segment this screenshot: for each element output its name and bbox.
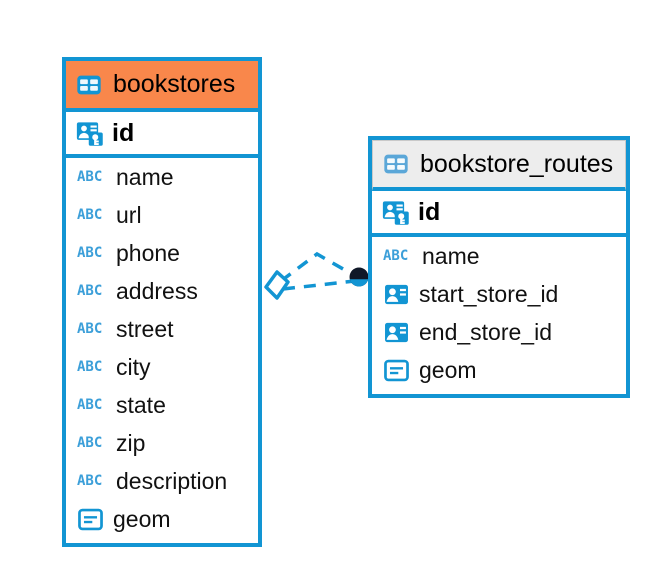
abc-text-icon: ABC [77, 359, 103, 375]
entity-header-bookstore-routes[interactable]: bookstore_routes [372, 140, 626, 191]
field-row-description[interactable]: ABC description [66, 462, 258, 500]
field-row-start-store-id[interactable]: start_store_id [372, 275, 626, 313]
entity-header-bookstores[interactable]: bookstores [66, 61, 258, 112]
field-label: end_store_id [419, 318, 552, 345]
diamond-endpoint [264, 270, 290, 300]
abc-text-icon: ABC [77, 397, 103, 413]
table-icon [75, 71, 103, 99]
foreign-key-icon [383, 319, 410, 346]
field-row-zip[interactable]: ABC zip [66, 424, 258, 462]
entity-name-label: bookstore_routes [420, 149, 614, 178]
field-row-geom[interactable]: geom [372, 351, 626, 389]
relationship-line-upper [279, 251, 358, 283]
field-label: state [116, 391, 166, 418]
geometry-icon [383, 357, 410, 384]
field-label: name [116, 163, 174, 190]
field-row-street[interactable]: ABC street [66, 310, 258, 348]
field-label: start_store_id [419, 280, 559, 307]
abc-text-icon: ABC [77, 321, 103, 337]
abc-text-icon: ABC [77, 169, 103, 185]
field-label: zip [116, 429, 146, 456]
foreign-key-icon [383, 281, 410, 308]
filled-circle-endpoint [349, 267, 369, 287]
field-label: street [116, 315, 174, 342]
abc-text-icon: ABC [77, 435, 103, 451]
field-row-geom[interactable]: geom [66, 500, 258, 538]
field-label: geom [419, 356, 477, 383]
field-row-end-store-id[interactable]: end_store_id [372, 313, 626, 351]
field-label: geom [113, 505, 171, 532]
field-row-url[interactable]: ABC url [66, 196, 258, 234]
abc-text-icon: ABC [77, 283, 103, 299]
entity-table-bookstore-routes[interactable]: bookstore_routes id ABC [368, 136, 630, 398]
abc-text-icon: ABC [77, 207, 103, 223]
primary-key-icon [75, 118, 105, 148]
entity-name-label: bookstores [113, 70, 236, 98]
field-row-name[interactable]: ABC name [372, 237, 626, 275]
primary-key-icon [381, 197, 411, 227]
field-row-address[interactable]: ABC address [66, 272, 258, 310]
primary-key-label: id [112, 118, 135, 147]
relationship-line-lower [282, 279, 356, 291]
field-row-phone[interactable]: ABC phone [66, 234, 258, 272]
geometry-icon [77, 506, 104, 533]
field-label: city [116, 353, 151, 380]
field-label: url [116, 201, 142, 228]
abc-text-icon: ABC [77, 473, 103, 489]
table-icon [382, 150, 410, 178]
abc-text-icon: ABC [383, 248, 409, 264]
field-label: description [116, 467, 228, 494]
field-row-city[interactable]: ABC city [66, 348, 258, 386]
field-row-name[interactable]: ABC name [66, 158, 258, 196]
field-label: name [422, 242, 480, 269]
abc-text-icon: ABC [77, 245, 103, 261]
field-label: address [116, 277, 198, 304]
field-label: phone [116, 239, 180, 266]
field-row-state[interactable]: ABC state [66, 386, 258, 424]
entity-table-bookstores[interactable]: bookstores id ABC [62, 57, 262, 547]
primary-key-row-id[interactable]: id [372, 191, 626, 237]
primary-key-label: id [418, 197, 441, 226]
primary-key-row-id[interactable]: id [66, 112, 258, 158]
